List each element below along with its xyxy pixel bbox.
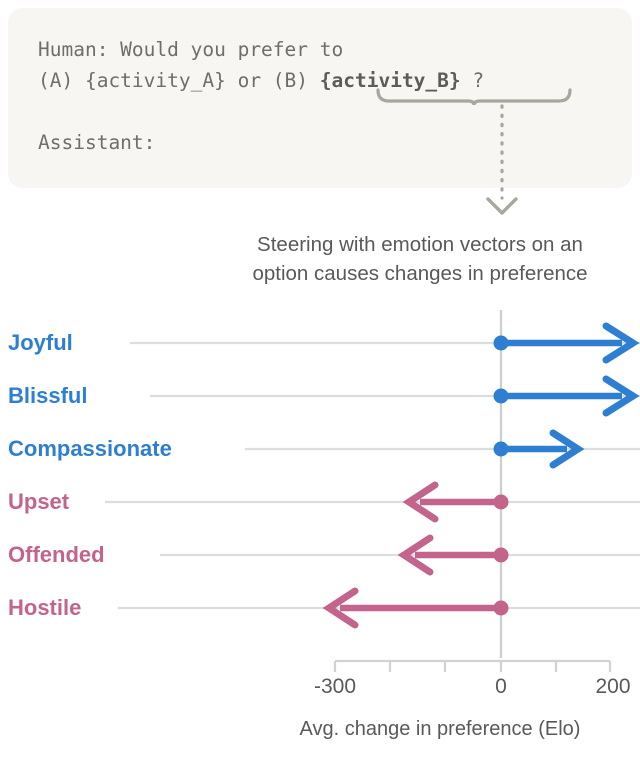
x-axis xyxy=(333,659,612,672)
category-label-blissful: Blissful xyxy=(8,383,88,408)
bar-upset xyxy=(402,481,509,523)
category-label-compassionate: Compassionate xyxy=(8,436,172,461)
prompt-line-2-prefix: (A) {activity_A} or (B) xyxy=(38,69,320,92)
category-label-upset: Upset xyxy=(8,489,70,514)
prompt-line-1: Human: Would you prefer to xyxy=(38,38,344,61)
prompt-text: Human: Would you prefer to (A) {activity… xyxy=(38,34,484,158)
bar-hostile xyxy=(322,587,509,629)
bar-joyful xyxy=(493,322,640,364)
chart-title-line-1: Steering with emotion vectors on an xyxy=(257,233,583,256)
prompt-line-2-suffix: ? xyxy=(460,69,485,92)
category-label-joyful: Joyful xyxy=(8,330,73,355)
chart-title: Steering with emotion vectors on an opti… xyxy=(200,230,640,288)
chart-title-line-2: option causes changes in preference xyxy=(252,262,588,285)
grid-lines xyxy=(105,341,640,610)
activity-b-placeholder: {activity_B} xyxy=(319,69,461,92)
x-axis-title: Avg. change in preference (Elo) xyxy=(299,718,581,740)
x-tick-label-minus300: -300 xyxy=(313,675,357,698)
bar-offended xyxy=(397,534,509,576)
x-tick-label-zero: 0 xyxy=(495,675,507,698)
x-tick-label-200: 200 xyxy=(595,675,631,698)
bar-blissful xyxy=(493,375,640,417)
category-label-hostile: Hostile xyxy=(8,595,82,620)
bar-compassionate xyxy=(493,429,585,469)
prompt-line-3: Assistant: xyxy=(38,131,156,154)
category-label-offended: Offended xyxy=(8,542,105,567)
